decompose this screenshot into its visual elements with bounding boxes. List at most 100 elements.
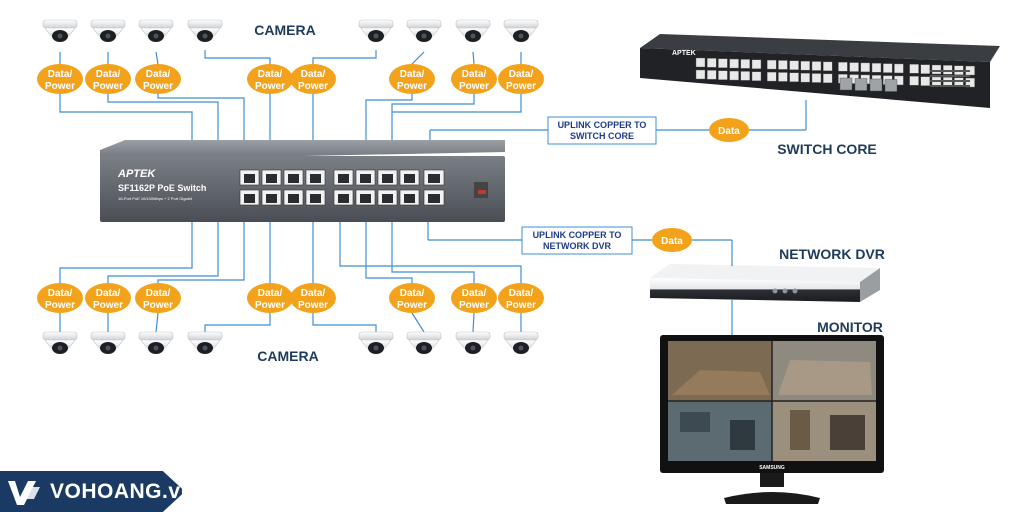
core-rj45-port	[718, 58, 728, 68]
data-power-label: Data/	[301, 288, 326, 299]
data-power-label: Power	[298, 300, 328, 311]
data-power-badge-top-2	[85, 64, 131, 94]
core-rj45-port	[823, 61, 833, 72]
poe-links	[59, 50, 522, 333]
network-dvr-device	[650, 264, 880, 302]
core-rj45-port	[920, 64, 930, 74]
camera-bottom-8	[503, 331, 539, 354]
label-camera-bottom: CAMERA	[257, 348, 318, 364]
cameras	[42, 19, 539, 354]
switch-model: SF1162P PoE Switch	[118, 183, 206, 193]
core-rj45-port	[838, 62, 848, 72]
camera-bottom-2	[90, 331, 126, 354]
data-power-label: Data/	[48, 69, 73, 80]
data-power-badge-top-3	[135, 64, 181, 94]
core-rj45-port	[740, 71, 750, 81]
core-rj45-port	[778, 60, 788, 70]
data-power-label: Data/	[96, 288, 121, 299]
core-rj45-port	[707, 70, 717, 80]
data-power-label: Data/	[462, 69, 487, 80]
data-power-label: Power	[298, 81, 328, 92]
core-rj45-port	[883, 63, 893, 73]
camera-bottom-4	[187, 331, 223, 354]
core-rj45-port	[729, 58, 739, 69]
data-power-label: Data/	[146, 288, 171, 299]
vohoang-logo-icon	[8, 480, 40, 505]
data-power-label: Power	[93, 81, 123, 92]
data-badge-core-label: Data	[718, 126, 740, 137]
core-rj45-port	[695, 69, 706, 80]
data-power-label: Power	[255, 300, 285, 311]
sfp-port	[869, 78, 883, 92]
core-rj45-port	[909, 64, 919, 74]
core-rj45-port	[789, 60, 799, 70]
switch-ports	[239, 169, 445, 206]
camera-bottom-3	[138, 331, 174, 354]
switch-core-brand: APTEK	[672, 50, 696, 57]
core-rj45-port	[778, 72, 788, 82]
camera-top-1	[42, 19, 78, 42]
core-rj45-port	[729, 70, 739, 81]
data-power-badge-bottom-1	[37, 283, 83, 313]
data-power-badge-bottom-5	[290, 283, 336, 313]
camera-top-2	[90, 19, 126, 42]
core-rj45-port	[965, 77, 975, 88]
uplink-dvr-box: UPLINK COPPER TO NETWORK DVR Data	[427, 222, 733, 335]
core-vents	[930, 70, 970, 87]
data-power-label: Data/	[400, 288, 425, 299]
data-power-label: Data/	[509, 69, 534, 80]
data-power-badge-bottom-3	[135, 283, 181, 313]
camera-bottom-5	[358, 331, 394, 354]
data-power-badge-bottom-2	[85, 283, 131, 313]
monitor-device: SAMSUNG	[660, 335, 884, 504]
label-switch-core: SWITCH CORE	[777, 141, 877, 157]
data-power-badge-bottom-7	[451, 283, 497, 313]
data-power-label: Power	[506, 300, 536, 311]
core-rj45-port	[894, 63, 904, 74]
core-rj45-port	[909, 76, 919, 86]
core-rj45-port	[931, 64, 942, 75]
data-power-label: Data/	[96, 69, 121, 80]
uplink-dvr-line2: NETWORK DVR	[543, 241, 611, 251]
core-rj45-port	[767, 71, 777, 82]
data-power-label: Power	[143, 300, 173, 311]
camera-top-7	[455, 19, 491, 42]
core-rj45-port	[718, 70, 728, 80]
data-power-label: Power	[459, 300, 489, 311]
data-power-badge-top-8	[498, 64, 544, 94]
core-rj45-port	[860, 62, 870, 73]
camera-bottom-7	[455, 331, 491, 354]
watermark-text: VOHOANG.vn	[50, 479, 194, 503]
switch-brand: APTEK	[117, 168, 156, 180]
sfp-port	[839, 77, 853, 91]
data-power-label: Power	[45, 81, 75, 92]
label-network-dvr: NETWORK DVR	[779, 246, 885, 262]
core-rj45-port	[789, 72, 799, 83]
data-power-label: Data/	[258, 288, 283, 299]
uplink-core-line2: SWITCH CORE	[570, 131, 634, 141]
camera-top-3	[138, 19, 174, 42]
data-power-badge-top-4	[247, 64, 293, 94]
uplink-core-line1: UPLINK COPPER TO	[558, 120, 647, 130]
core-rj45-port	[811, 61, 822, 71]
core-rj45-port	[849, 62, 859, 72]
label-camera-top: CAMERA	[254, 22, 315, 38]
data-power-label: Data/	[400, 69, 425, 80]
data-power-badge-top-7	[451, 64, 497, 94]
data-power-label: Power	[45, 300, 75, 311]
camera-top-4	[187, 19, 223, 42]
data-power-label: Data/	[258, 69, 283, 80]
monitor-brand: SAMSUNG	[759, 465, 785, 471]
cctv-feeds	[668, 341, 876, 461]
data-power-label: Data/	[301, 69, 326, 80]
core-rj45-port	[751, 59, 762, 69]
uplink-core-box: UPLINK COPPER TO SWITCH CORE Data	[429, 100, 807, 145]
sfp-port	[884, 79, 898, 92]
data-power-badge-bottom-8	[498, 283, 544, 313]
uplink-dvr-line1: UPLINK COPPER TO	[533, 230, 622, 240]
data-badge-core	[709, 118, 749, 142]
data-power-label: Power	[506, 81, 536, 92]
data-power-label: Data/	[462, 288, 487, 299]
core-rj45-port	[800, 60, 810, 71]
data-power-label: Power	[255, 81, 285, 92]
